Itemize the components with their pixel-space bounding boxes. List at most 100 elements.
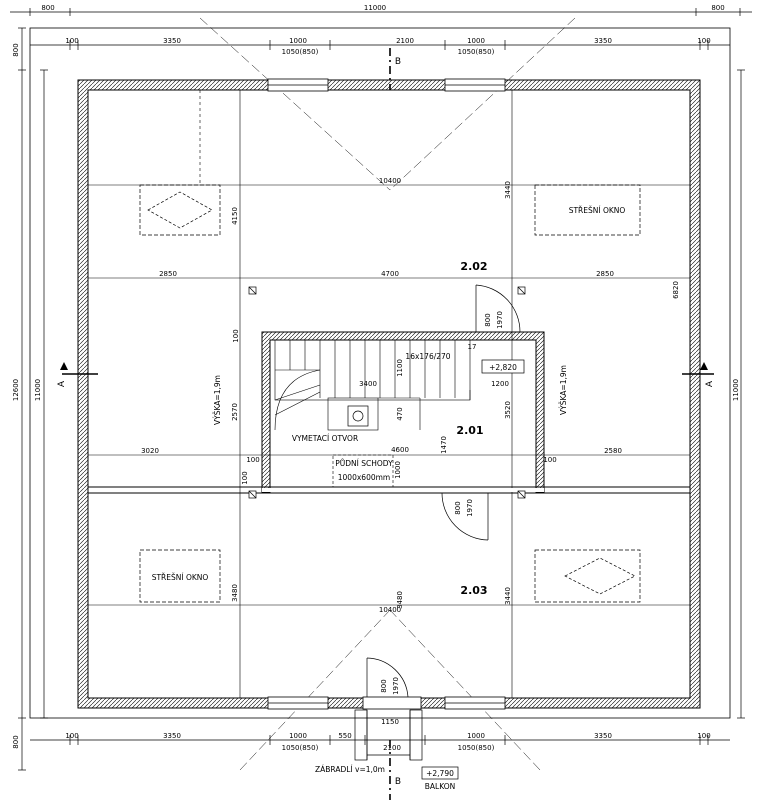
column-markers <box>248 286 526 499</box>
dim-3020: 3020 <box>141 447 159 455</box>
dim-bottom-4: 2100 <box>383 744 401 752</box>
label-attic-stairs-1: PŮDNÍ SCHODY <box>335 459 393 468</box>
label-skylight-bottom-left: STŘEŠNÍ OKNO <box>152 573 209 582</box>
label-railing: ZÁBRADLÍ v=1,0m <box>315 765 385 774</box>
dim-top-1: 3350 <box>163 37 181 45</box>
label-height-left: VÝŠKA=1,9m <box>213 375 222 425</box>
dim-3480-mid: 3480 <box>396 591 404 609</box>
dim-2850-right: 2850 <box>596 270 614 278</box>
dim-top-3: 2100 <box>396 37 414 45</box>
balcony <box>354 709 423 761</box>
dim-1150: 1150 <box>381 718 399 726</box>
dim-right-inner: 11000 <box>732 379 740 401</box>
dim-1970-door2: 1970 <box>466 499 474 517</box>
skylight-bottom-right <box>534 549 641 603</box>
label-level-balcony: +2,790 <box>426 769 454 778</box>
dim-17: 17 <box>468 343 477 351</box>
dim-4700: 4700 <box>381 270 399 278</box>
section-a-left: A <box>57 380 67 387</box>
skylight-top-right <box>534 184 641 236</box>
room-2-02: 2.02 <box>460 260 487 273</box>
dim-top-4: 1000 <box>467 37 485 45</box>
dim-800-door3: 800 <box>380 679 388 692</box>
dim-bottom-5: 1000 <box>467 732 485 740</box>
section-a-right: A <box>705 380 715 387</box>
top-windows <box>267 78 506 92</box>
bottom-openings <box>267 696 506 710</box>
dim-2580: 2580 <box>604 447 622 455</box>
label-attic-stairs-2: 1000x600mm <box>338 473 390 482</box>
dim-3400: 3400 <box>359 380 377 388</box>
bottom-dimension-lines <box>30 735 730 745</box>
roof-outline <box>29 27 731 719</box>
staircase <box>274 339 471 431</box>
top-dimension-lines <box>10 8 752 50</box>
sweep-opening <box>347 405 369 427</box>
dim-bottom-1: 3350 <box>163 732 181 740</box>
level-box-upper <box>481 359 525 374</box>
dim-top-6: 100 <box>697 37 710 45</box>
dim-top-left-margin: 800 <box>41 4 54 12</box>
dim-100-a: 100 <box>232 329 240 342</box>
dim-3520: 3520 <box>504 401 512 419</box>
section-b-bottom: B <box>395 777 401 787</box>
dim-bottom-sub-1: 1050(850) <box>458 744 495 752</box>
dim-bottom-0: 100 <box>65 732 78 740</box>
roof-ridge-lines <box>199 17 576 771</box>
attic-stairs-hatch <box>332 454 394 488</box>
dim-top-sub-0: 1050(850) <box>282 48 319 56</box>
dim-left-total: 12600 <box>12 379 20 401</box>
dim-2570: 2570 <box>231 403 239 421</box>
label-stairs: 16x176/270 <box>405 352 450 361</box>
dim-1470: 1470 <box>440 436 448 454</box>
side-dimension-lines <box>18 27 745 771</box>
dim-bottom-6: 3350 <box>594 732 612 740</box>
dim-3440-top: 3440 <box>504 181 512 199</box>
dim-470: 470 <box>396 407 404 420</box>
dim-top-sub-1: 1050(850) <box>458 48 495 56</box>
dim-1100: 1100 <box>396 359 404 377</box>
room-2-01: 2.01 <box>456 424 483 437</box>
door-balcony <box>366 657 409 698</box>
dim-left-inner: 11000 <box>34 379 42 401</box>
dim-1970-door3: 1970 <box>392 677 400 695</box>
room-2-03: 2.03 <box>460 584 487 597</box>
section-markers <box>60 362 708 370</box>
dim-6820: 6820 <box>672 281 680 299</box>
dim-10400-bottom: 10400 <box>379 606 401 614</box>
dim-top-total: 11000 <box>364 4 386 12</box>
dim-100-b: 100 <box>246 456 259 464</box>
dim-top-0: 100 <box>65 37 78 45</box>
dim-2850-left: 2850 <box>159 270 177 278</box>
dim-bottom-2: 550 <box>338 732 351 740</box>
dim-bottom-sub-0: 1050(850) <box>282 744 319 752</box>
dim-1970-door1: 1970 <box>496 311 504 329</box>
dim-800-door1: 800 <box>484 313 492 326</box>
label-level-upper: +2,820 <box>489 363 517 372</box>
dim-10400-top: 10400 <box>379 177 401 185</box>
dim-3440-bottom: 3440 <box>504 587 512 605</box>
dim-left-top-margin: 800 <box>12 43 20 56</box>
skylight-top-left <box>139 184 221 236</box>
stair-core <box>261 331 545 493</box>
label-skylight-top-right: STŘEŠNÍ OKNO <box>569 206 626 215</box>
dim-100-c: 100 <box>543 456 556 464</box>
dim-100-d: 100 <box>241 471 249 484</box>
skylight-bottom-left <box>139 549 221 603</box>
dim-4150: 4150 <box>231 207 239 225</box>
dim-3480-left: 3480 <box>231 584 239 602</box>
door-2-03 <box>441 492 489 541</box>
dim-bottom-3: 1000 <box>289 732 307 740</box>
dim-top-right-margin: 800 <box>711 4 724 12</box>
dim-left-bottom-margin: 800 <box>12 735 20 748</box>
label-sweep-opening: VYMETACÍ OTVOR <box>292 434 358 443</box>
dim-800-door2: 800 <box>454 501 462 514</box>
section-lines <box>62 48 714 800</box>
dim-1000: 1000 <box>394 461 402 479</box>
dim-4600: 4600 <box>391 446 409 454</box>
dim-bottom-7: 100 <box>697 732 710 740</box>
door-2-02 <box>475 284 521 333</box>
dim-1200: 1200 <box>491 380 509 388</box>
level-box-balcony <box>421 766 459 780</box>
